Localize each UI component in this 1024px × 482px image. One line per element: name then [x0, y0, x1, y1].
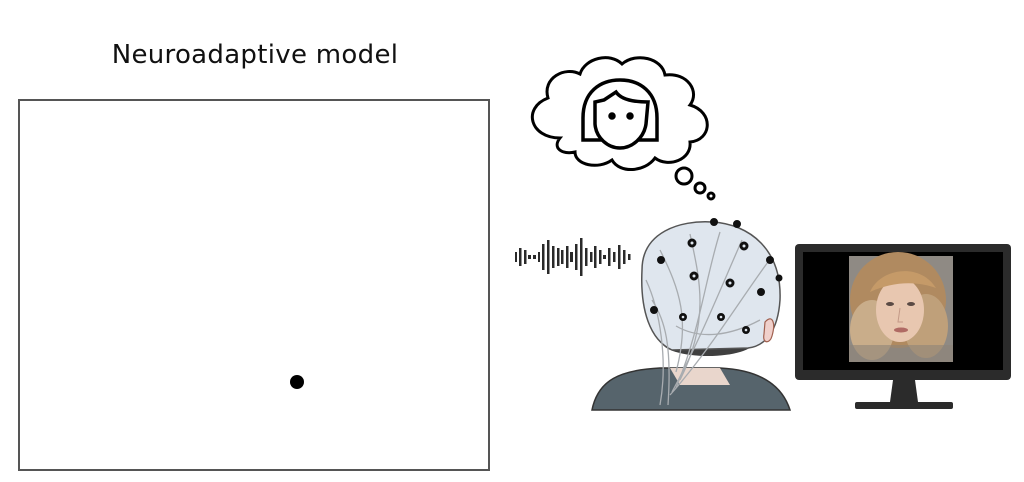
monitor-icon	[795, 244, 1011, 409]
woman-face-icon	[581, 78, 659, 150]
generated-face-image	[849, 252, 953, 362]
bci-illustration	[515, 56, 1011, 411]
figure-title: Neuroadaptive model	[111, 40, 399, 70]
sound-wave-icon	[515, 238, 631, 276]
latent-space-plot	[18, 99, 490, 471]
eeg-cap-head-icon	[591, 218, 792, 411]
model-estimate-point	[290, 375, 304, 389]
